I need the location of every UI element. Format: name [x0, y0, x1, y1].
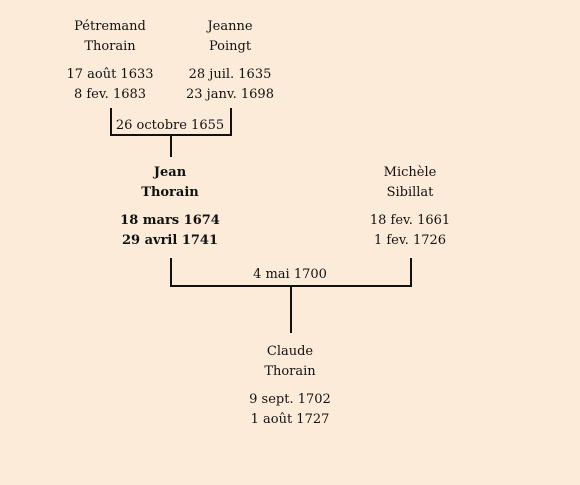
birth-date: 18 mars 1674: [120, 213, 220, 228]
death-date: 23 janv. 1698: [186, 87, 274, 102]
life-dates: 18 mars 1674 29 avril 1741: [90, 211, 250, 251]
person-jean-thorain: Jean Thorain 18 mars 1674 29 avril 1741: [90, 163, 250, 251]
death-date: 8 fev. 1683: [73, 87, 147, 102]
last-name: Poingt: [208, 39, 252, 54]
last-name: Sibillat: [386, 185, 434, 200]
birth-date: 9 sept. 1702: [249, 392, 331, 407]
first-name: Jeanne: [207, 19, 253, 34]
birth-date: 18 fev. 1661: [369, 213, 451, 228]
last-name: Thorain: [141, 185, 199, 200]
birth-date: 28 juil. 1635: [188, 67, 272, 82]
marriage-connector-right: [410, 258, 412, 287]
marriage-connector-bar: [110, 134, 232, 136]
death-date: 1 août 1727: [250, 412, 330, 427]
death-date: 29 avril 1741: [121, 233, 219, 248]
person-michele-sibillat: Michèle Sibillat 18 fev. 1661 1 fev. 172…: [330, 163, 490, 251]
life-dates: 18 fev. 1661 1 fev. 1726: [330, 211, 490, 251]
birth-date: 17 août 1633: [66, 67, 154, 82]
first-name: Michèle: [383, 165, 437, 180]
marriage-connector-left: [110, 108, 112, 136]
descent-connector: [170, 136, 172, 157]
person-petremand-thorain: Pétremand Thorain 17 août 1633 8 fev. 16…: [30, 17, 190, 105]
last-name: Thorain: [264, 364, 316, 379]
marriage-connector-bar: [170, 285, 412, 287]
person-jeanne-poingt: Jeanne Poingt 28 juil. 1635 23 janv. 169…: [150, 17, 310, 105]
marriage-date-1700: 4 mai 1700: [253, 267, 327, 282]
person-claude-thorain: Claude Thorain 9 sept. 1702 1 août 1727: [210, 342, 370, 430]
marriage-date-1655: 26 octobre 1655: [115, 118, 225, 133]
marriage-connector-right: [230, 108, 232, 136]
life-dates: 17 août 1633 8 fev. 1683: [30, 65, 190, 105]
first-name: Pétremand: [74, 19, 146, 34]
marriage-connector-left: [170, 258, 172, 287]
descent-connector: [290, 287, 292, 333]
death-date: 1 fev. 1726: [373, 233, 447, 248]
last-name: Thorain: [84, 39, 136, 54]
life-dates: 28 juil. 1635 23 janv. 1698: [150, 65, 310, 105]
first-name: Jean: [153, 165, 187, 180]
first-name: Claude: [266, 344, 314, 359]
life-dates: 9 sept. 1702 1 août 1727: [210, 390, 370, 430]
